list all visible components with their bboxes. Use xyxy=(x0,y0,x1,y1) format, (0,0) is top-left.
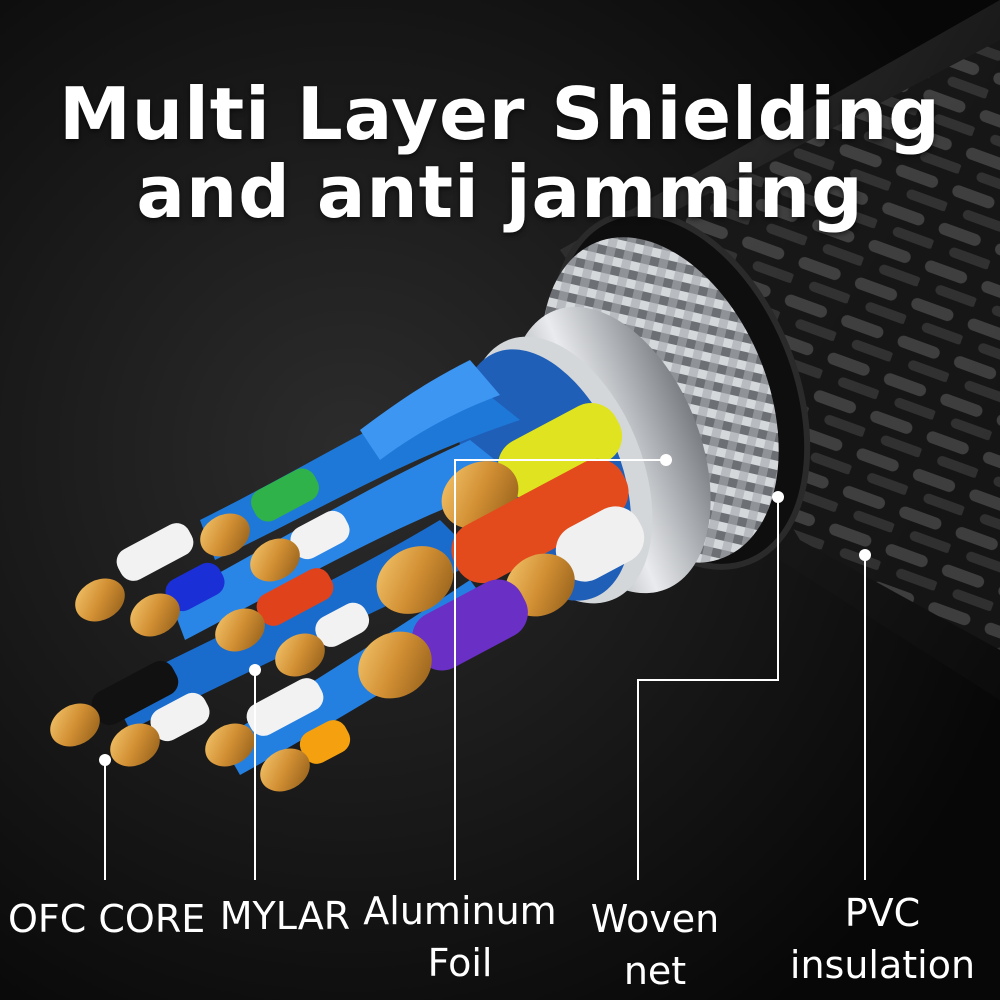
label-ofc-core-text: OFC CORE xyxy=(8,897,206,941)
label-aluminum-foil-line2: Foil xyxy=(427,941,493,985)
conductor-white-3 xyxy=(275,602,370,677)
label-mylar-text: MYLAR xyxy=(219,894,351,938)
conductor-orange xyxy=(260,720,351,792)
callout-aluminum-foil xyxy=(454,459,666,880)
conductor-white-1 xyxy=(75,523,194,622)
label-aluminum-foil: Aluminum Foil xyxy=(360,885,560,989)
conductor-green xyxy=(251,468,319,522)
callout-woven-net xyxy=(637,497,779,880)
label-pvc-insulation: PVC insulation xyxy=(785,887,980,991)
conductor-blue xyxy=(130,562,225,637)
callout-dots xyxy=(99,454,871,766)
label-pvc-line1: PVC xyxy=(844,891,921,935)
page-title-line-1: Multi Layer Shielding xyxy=(59,72,941,156)
label-aluminum-foil-line1: Aluminum xyxy=(363,889,557,933)
conductor-white-2 xyxy=(200,510,350,582)
conductor-red-large xyxy=(376,458,629,614)
label-mylar: MYLAR xyxy=(215,890,355,942)
conductor-red-small xyxy=(215,568,334,652)
page-title-line-2: and anti jamming xyxy=(136,150,864,234)
label-woven-net: Woven net xyxy=(580,893,730,997)
label-woven-net-line2: net xyxy=(623,949,687,993)
conductor-purple xyxy=(358,579,528,699)
conductor-black xyxy=(50,660,179,747)
callout-lines xyxy=(104,459,866,880)
label-pvc-line2: insulation xyxy=(789,943,976,987)
label-woven-net-line1: Woven xyxy=(590,897,720,941)
conductor-white-5 xyxy=(205,678,324,767)
conductor-white-4 xyxy=(110,692,210,767)
label-ofc-core: OFC CORE xyxy=(8,893,206,945)
